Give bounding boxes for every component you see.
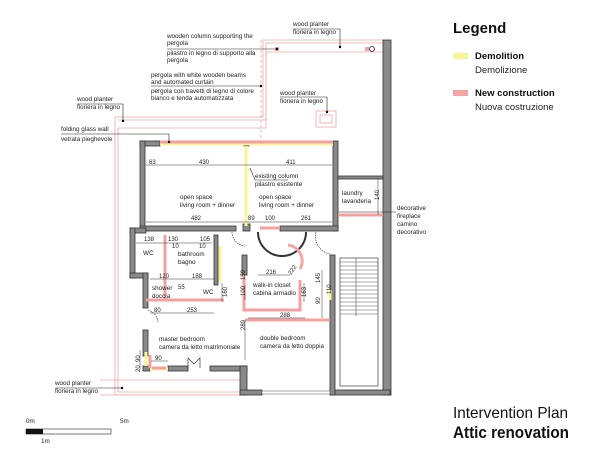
leader-lines	[55, 28, 396, 390]
room-double-1: double bedroom	[260, 335, 306, 342]
annotation-planter-left-en: wood planter	[76, 96, 113, 103]
dim-label: 145	[316, 272, 322, 283]
legend-new-en: New construction	[475, 88, 555, 99]
dim-label: 138	[144, 237, 155, 243]
room-shower-2: doccia	[152, 293, 171, 300]
dim-label: 55	[178, 285, 185, 291]
window	[261, 390, 331, 395]
legend: Legend Demolition Demolizione New constr…	[453, 20, 555, 113]
legend-title: Legend	[453, 20, 506, 37]
dim-label: 159	[241, 269, 247, 280]
dim-label: 10	[172, 244, 179, 250]
room-open-space-right-1: open space	[259, 194, 292, 201]
dim-label: 188	[192, 274, 203, 280]
dim-label: 90	[316, 297, 322, 304]
dimension-labels: 63 430 411 140 482 89 100 261 138 130 10…	[136, 160, 381, 372]
annotation-column-existing-en: existing column	[255, 173, 299, 180]
dim-label: 163	[302, 286, 308, 297]
scale-unit: 1m	[41, 438, 50, 445]
dim-label: 160	[223, 286, 229, 297]
annotation-planter-bottom-en: wood planter	[54, 380, 91, 387]
staircase	[339, 257, 379, 387]
scale-start: 0m	[26, 418, 35, 425]
scale-end: 5m	[120, 418, 129, 425]
dim-label: 120	[159, 274, 170, 280]
intervention-lines	[144, 140, 383, 371]
dim-label: 105	[200, 237, 211, 243]
pergola-outline	[100, 39, 383, 396]
dim-label: 10	[199, 244, 206, 250]
dim-label: 20	[136, 365, 142, 372]
room-closet-2: cabina armadio	[253, 290, 297, 297]
dim-label: 222	[288, 264, 299, 276]
room-open-space-left-2: living room + dinner	[180, 202, 235, 209]
dim-label: 288	[280, 313, 291, 319]
annotation-column-it-1: pilastro in legno di supporto alla	[167, 50, 256, 57]
annotation-planter-bottom-it: fioriera in legno	[55, 388, 99, 395]
annotation-planter-right-en: wood planter	[279, 90, 316, 97]
dim-label: 90	[136, 355, 142, 362]
annotation-pergola-en-2: and automated curtain	[151, 79, 214, 86]
room-laundry-1: laundry	[342, 190, 364, 197]
room-open-space-left-1: open space	[180, 194, 213, 201]
annotation-column-existing-it: pilastro esistente	[255, 181, 303, 188]
annotation-fireplace-1: decorative	[397, 205, 427, 212]
legend-demolition-it: Demolizione	[475, 65, 527, 76]
dim-label: 482	[191, 216, 202, 222]
dim-label: 100	[241, 285, 247, 296]
legend-demolition-swatch	[453, 53, 468, 59]
dimension-lines	[136, 164, 379, 370]
legend-demolition-en: Demolition	[475, 51, 524, 62]
dim-label: 63	[149, 160, 156, 166]
dim-label: 430	[199, 160, 210, 166]
room-double-2: camera da letto doppia	[260, 343, 325, 350]
room-laundry-2: lavanderia	[342, 198, 372, 205]
room-closet-1: walk-in closet	[252, 282, 291, 289]
dim-label: 89	[248, 216, 255, 222]
annotation-pergola-en-1: pergola with white wooden beams	[151, 72, 246, 79]
room-wc-2: WC	[203, 289, 214, 296]
room-shower-1: shower	[152, 285, 172, 292]
annotation-pergola-it-1: pergola con travetti di legno di colore	[151, 88, 254, 95]
plan-subtitle: Attic renovation	[453, 423, 569, 442]
annotation-pergola-it-2: bianco e tenda automatizzata	[151, 95, 234, 102]
dim-label: 216	[266, 270, 277, 276]
dim-label: 90	[155, 356, 162, 362]
legend-new-it: Nuova costruzione	[475, 102, 554, 113]
dim-label: 100	[265, 216, 276, 222]
planter-box	[315, 110, 337, 128]
column-circle-icon	[369, 46, 375, 52]
room-master-2: camera da letto matrimoniale	[159, 344, 241, 351]
room-wc-1: WC	[143, 250, 154, 257]
room-open-space-right-2: living room + dinner	[259, 202, 314, 209]
annotation-fireplace-2: fireplace	[397, 213, 421, 220]
scale-bar: 0m 5m 1m	[25, 418, 129, 445]
annotation-glass-wall-en: folding glass wall	[61, 126, 109, 133]
annotation-planter-right-it: fioriera in legno	[280, 98, 324, 105]
annotation-glass-wall-it: vetrata pieghevole	[61, 136, 113, 143]
dim-label: 130	[168, 237, 179, 243]
walls	[129, 39, 392, 396]
room-bathroom-1: bathroom	[178, 251, 205, 258]
annotation-column-it-2: pergola	[167, 57, 189, 64]
doors	[147, 231, 331, 368]
annotation-fireplace-4: decorativo	[397, 229, 427, 236]
dim-label: 411	[286, 160, 296, 166]
dim-label: 80	[154, 308, 161, 314]
dim-label: 261	[301, 216, 312, 222]
dim-label: 140	[375, 189, 381, 200]
annotation-fireplace-3: camino	[397, 221, 418, 228]
annotation-planter-left-it: fioriera in legno	[77, 104, 121, 111]
annotation-column-en-1: wooden column supporting the	[166, 33, 253, 40]
room-master-1: master bedroom	[159, 336, 205, 343]
room-bathroom-2: bagno	[178, 259, 196, 266]
annotation-planter-top-it: fioriera in legno	[293, 29, 337, 36]
dim-label: 253	[187, 308, 198, 314]
annotation-column-en-2: pergola	[167, 40, 189, 47]
dim-label: 289	[241, 319, 247, 330]
dim-label: 110	[327, 284, 333, 294]
annotation-planter-top-en: wood planter	[292, 21, 329, 28]
legend-new-swatch	[453, 90, 468, 96]
plan-title: Intervention Plan	[453, 405, 568, 422]
